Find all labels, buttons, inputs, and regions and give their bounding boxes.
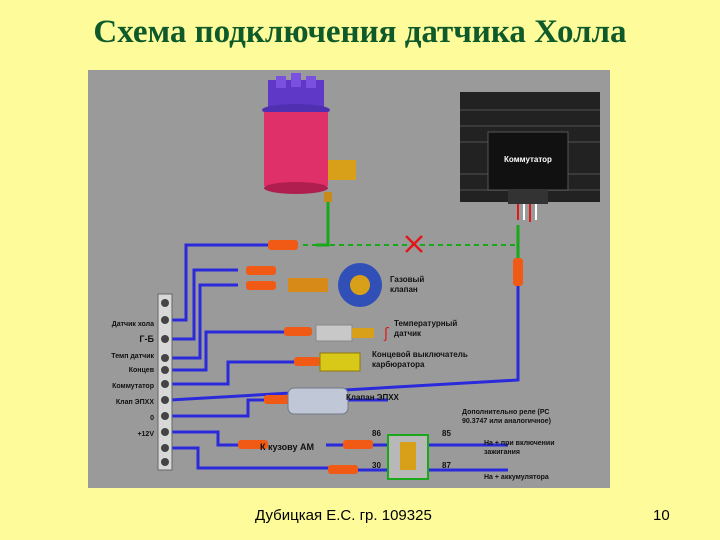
svg-text:ʃ: ʃ	[383, 326, 389, 342]
terminal-label-temp: Темп датчик	[111, 353, 154, 360]
blue-wires	[169, 243, 520, 472]
relay-coil	[400, 442, 416, 470]
terminal-label-12v: +12V	[137, 431, 154, 438]
cross-mark-icon	[405, 235, 423, 253]
relay-pin-87: 87	[442, 461, 451, 470]
connectors	[238, 240, 523, 474]
ground-label: К кузову АМ	[260, 442, 314, 452]
terminal-label-limit: Концев	[129, 367, 155, 374]
terminal-block	[157, 293, 173, 471]
terminal-label-gb: Г-Б	[139, 334, 154, 344]
temperature-sensor-icon: ʃ	[315, 324, 389, 342]
slide-title: Схема подключения датчика Холла	[93, 14, 627, 50]
terminal-label-commutator: Коммутатор	[112, 383, 154, 390]
terminal-label-hall: Датчик хола	[112, 321, 154, 328]
footer-author: Дубицкая Е.С. гр. 109325	[255, 507, 432, 524]
commutator-label: Коммутатор	[504, 155, 552, 164]
relay-pin-85: 85	[442, 429, 451, 438]
gas-valve-icon	[288, 263, 382, 307]
relay-pin-86: 86	[372, 429, 381, 438]
epxx-valve-label: Клапан ЭПХХ	[346, 393, 400, 402]
relay-pin-30: 30	[372, 461, 381, 470]
distributor-icon	[262, 73, 356, 202]
terminal-label-epxx: Клап ЭПХХ	[116, 399, 154, 406]
terminal-label-zero: 0	[150, 415, 154, 422]
terminal-labels: Датчик хола Г-Б Темп датчик Концев Комму…	[111, 321, 154, 438]
green-wires	[316, 200, 520, 260]
limit-switch-icon	[319, 352, 361, 372]
battery-plus-label: На + аккумулятора	[484, 474, 549, 481]
page-number: 10	[653, 507, 670, 524]
commutator-icon: Коммутатор	[460, 92, 600, 222]
epxx-valve-icon	[287, 387, 349, 415]
